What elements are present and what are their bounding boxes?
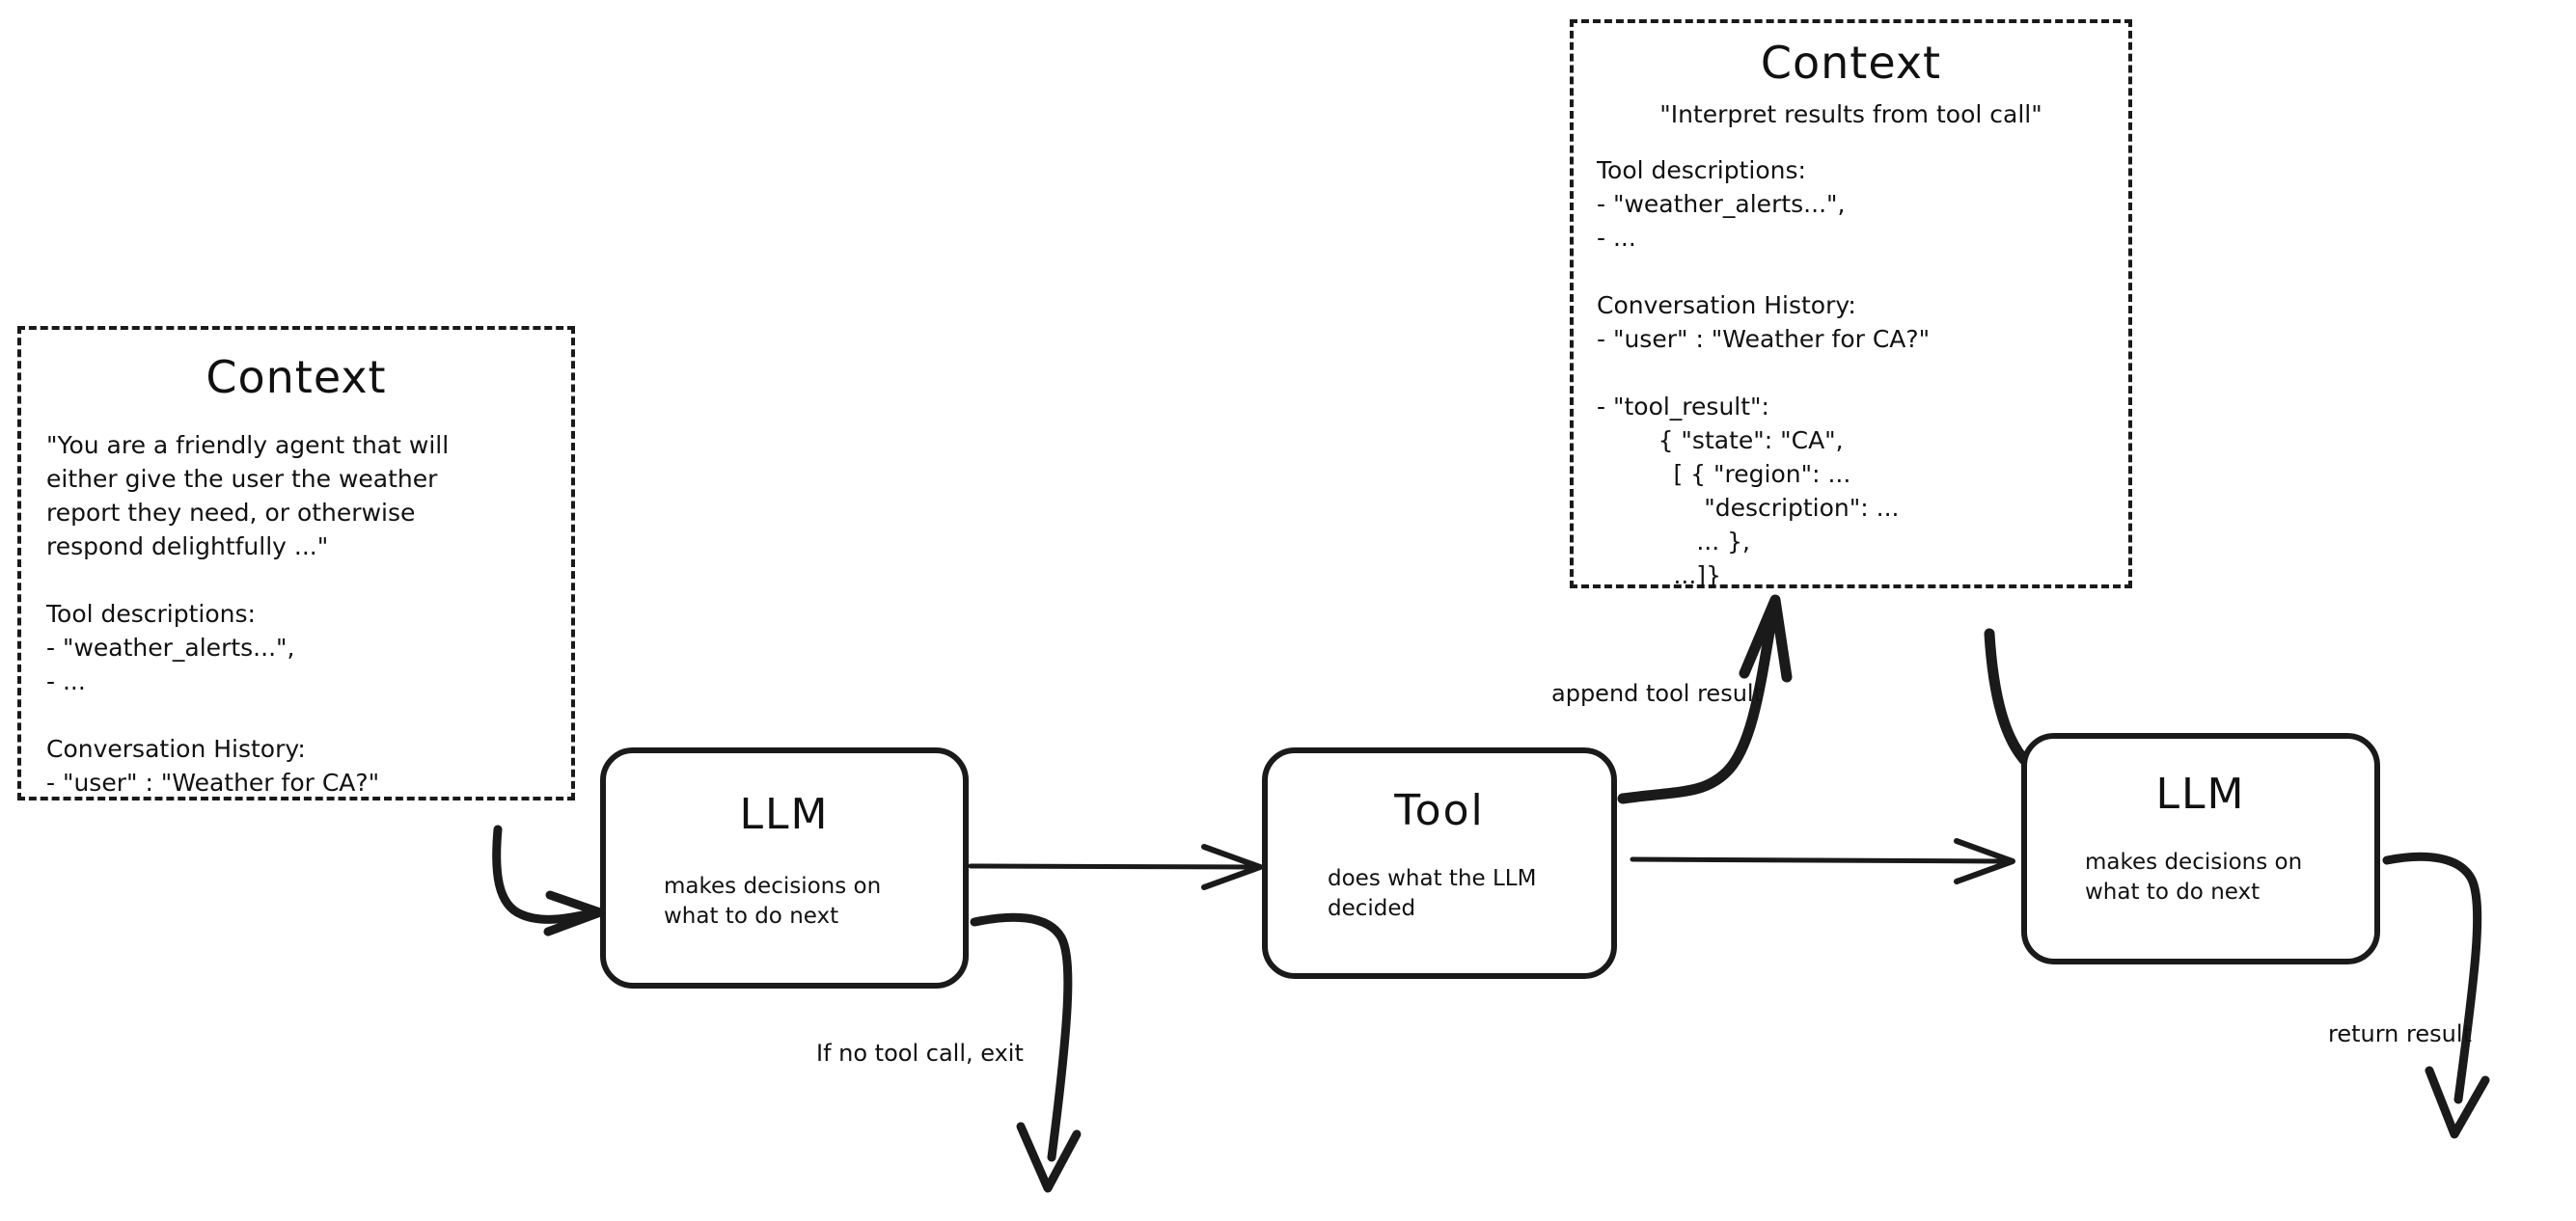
- node-llm-first-subtitle: makes decisions on what to do next: [664, 874, 882, 929]
- node-llm-first-title: LLM: [739, 790, 830, 839]
- edge-llm2-return: [2382, 852, 2490, 1139]
- context-box-left: Context "You are a friendly agent that w…: [17, 326, 575, 800]
- context-right-quote: "Interpret results from tool call": [1659, 100, 2042, 128]
- context-box-right: Context "Interpret results from tool cal…: [1570, 19, 2132, 589]
- edge-label-if-no-tool-call-exit: If no tool call, exit: [816, 1040, 1024, 1067]
- context-right-body: Tool descriptions: - "weather_alerts..."…: [1597, 156, 1931, 589]
- context-left-body: "You are a friendly agent that will eith…: [46, 431, 450, 797]
- edge-label-return-result: return result: [2328, 1020, 2472, 1047]
- node-llm-first[interactable]: LLM makes decisions on what to do next: [600, 747, 969, 989]
- node-tool[interactable]: Tool does what the LLM decided: [1262, 747, 1617, 979]
- edge-tool-to-llm2: [1630, 838, 2015, 884]
- node-tool-subtitle: does what the LLM decided: [1328, 866, 1537, 921]
- edge-label-append-tool-result: append tool result: [1551, 680, 1763, 707]
- node-tool-title: Tool: [1394, 786, 1485, 835]
- edge-llm1-to-tool: [968, 844, 1263, 890]
- edge-context-to-llm1: [492, 825, 605, 936]
- node-llm-second-subtitle: makes decisions on what to do next: [2085, 850, 2303, 905]
- context-right-title: Context: [1760, 37, 1942, 89]
- node-llm-second[interactable]: LLM makes decisions on what to do next: [2021, 733, 2380, 964]
- context-left-title: Context: [206, 351, 387, 403]
- node-llm-second-title: LLM: [2155, 770, 2246, 819]
